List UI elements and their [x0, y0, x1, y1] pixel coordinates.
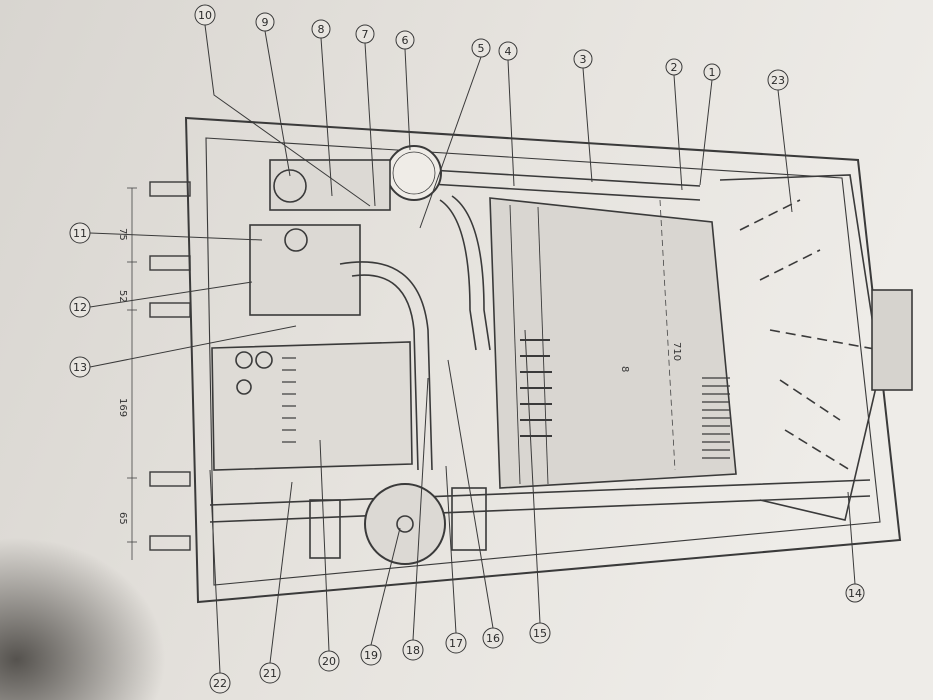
dim-52: 52: [117, 290, 128, 303]
callout-15: 15: [524, 329, 551, 644]
callout-2: 2: [665, 58, 683, 191]
callout-group: 1 2 3 4 5 6 7 8 9 10 11 12 13 14 1: [69, 4, 865, 694]
connecting-pipe: [339, 261, 433, 471]
callout-11-label: 11: [73, 227, 87, 240]
callout-9: 9: [255, 12, 291, 177]
callout-22: 22: [209, 469, 231, 694]
callout-7: 7: [355, 24, 376, 207]
callout-16: 16: [447, 359, 504, 649]
dimension-annotations: 75 52 169 65 710 8: [117, 187, 682, 560]
burner-bars: [520, 339, 552, 437]
callout-21-label: 21: [263, 667, 277, 680]
callout-20: 20: [318, 439, 340, 672]
boiler-outline: [149, 116, 913, 604]
dim-169: 169: [117, 398, 128, 417]
callout-14: 14: [845, 491, 865, 603]
pump: [364, 483, 446, 565]
callout-19-label: 19: [364, 649, 378, 662]
callout-20-label: 20: [322, 655, 336, 668]
callout-6: 6: [395, 30, 415, 151]
callout-1-label: 1: [709, 66, 716, 79]
callout-5-label: 5: [478, 42, 485, 55]
callout-7-label: 7: [362, 28, 369, 41]
callout-23-label: 23: [771, 74, 785, 87]
callout-21: 21: [259, 481, 293, 684]
callout-11: 11: [69, 222, 263, 244]
hand-shadow: [0, 430, 330, 700]
callout-4: 4: [498, 41, 518, 187]
callout-17: 17: [445, 465, 467, 654]
heat-exchanger-fins: [702, 377, 730, 459]
callout-6-label: 6: [402, 34, 409, 47]
callout-4-label: 4: [505, 45, 512, 58]
dim-710: 710: [671, 342, 682, 361]
control-box: [211, 341, 413, 471]
callout-12-label: 12: [73, 301, 87, 314]
callout-16-label: 16: [486, 632, 500, 645]
connection-stubs: [149, 181, 191, 551]
dim-65: 65: [117, 512, 128, 525]
callout-17-label: 17: [449, 637, 463, 650]
callout-3: 3: [573, 49, 593, 183]
callout-23: 23: [767, 69, 793, 213]
callout-10-label: 10: [198, 9, 212, 22]
callout-13: 13: [69, 325, 297, 378]
callout-3-label: 3: [580, 53, 587, 66]
heat-exchanger: [489, 197, 737, 489]
callout-10: 10: [194, 4, 371, 207]
callout-15-label: 15: [533, 627, 547, 640]
callout-12: 12: [69, 281, 253, 318]
callout-8-label: 8: [318, 23, 325, 36]
interior-label-8: 8: [619, 366, 630, 372]
callout-19: 19: [360, 527, 401, 666]
callout-5: 5: [419, 38, 491, 229]
callout-18-label: 18: [406, 644, 420, 657]
top-pipe: [429, 169, 701, 201]
callout-14-label: 14: [848, 587, 862, 600]
flue-outlet: [871, 289, 913, 391]
callout-2-label: 2: [671, 61, 678, 74]
callout-1: 1: [699, 63, 721, 186]
callout-18: 18: [402, 377, 429, 661]
callout-22-label: 22: [213, 677, 227, 690]
callout-9-label: 9: [262, 16, 269, 29]
callout-13-label: 13: [73, 361, 87, 374]
callout-8: 8: [311, 19, 333, 197]
